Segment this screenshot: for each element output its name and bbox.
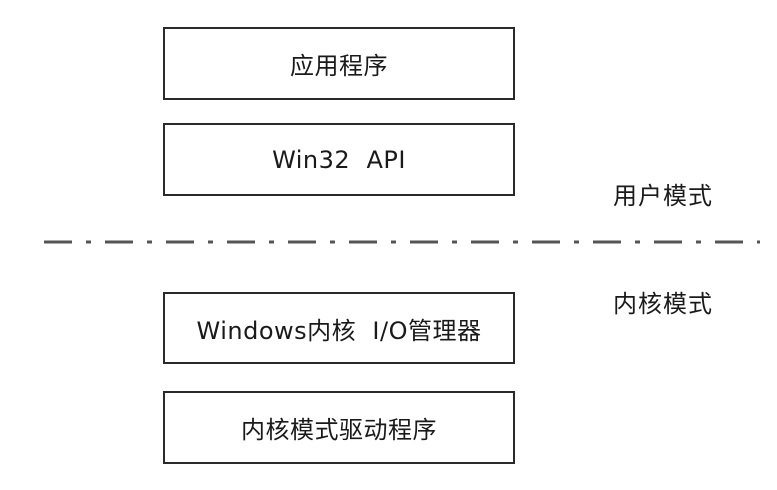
application-layer-label: 应用程序 xyxy=(290,52,388,80)
win32-api-layer-box: Win32 API xyxy=(163,123,515,196)
kernel-driver-layer-label: 内核模式驱动程序 xyxy=(241,416,437,444)
io-manager-layer-label: Windows内核 I/O管理器 xyxy=(196,316,482,345)
win32-api-layer-label: Win32 API xyxy=(272,145,406,174)
kernel-mode-label: 内核模式 xyxy=(613,290,713,318)
application-layer-box: 应用程序 xyxy=(163,27,515,100)
io-manager-layer-box: Windows内核 I/O管理器 xyxy=(163,292,515,364)
user-mode-label: 用户模式 xyxy=(613,182,713,210)
kernel-driver-layer-box: 内核模式驱动程序 xyxy=(163,391,515,464)
